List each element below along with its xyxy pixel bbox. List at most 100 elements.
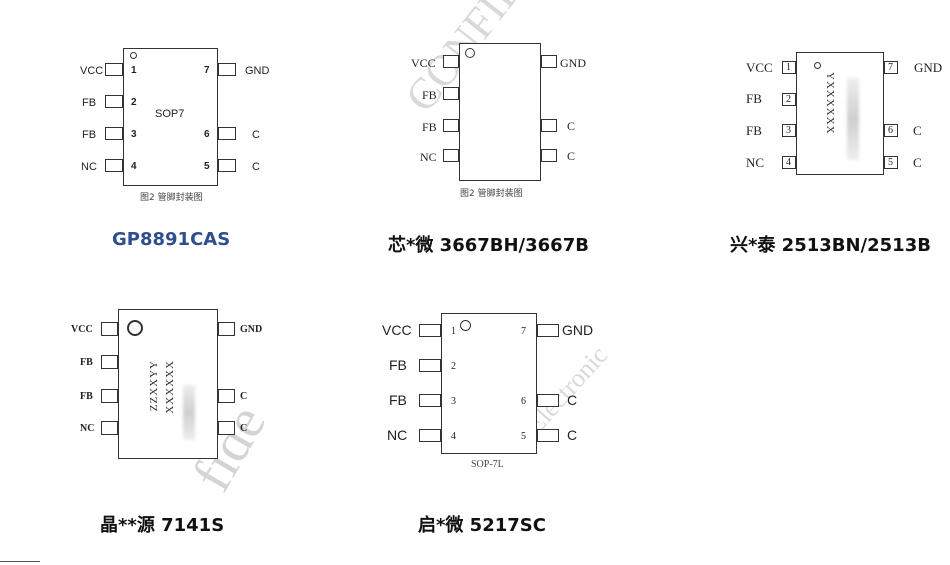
ic-body xyxy=(796,52,884,175)
pin-2 xyxy=(443,87,459,100)
pin-label: FB xyxy=(82,97,97,109)
pin-number: 7 xyxy=(888,62,893,73)
pin-number: 6 xyxy=(521,396,526,407)
blurred-area xyxy=(847,78,859,160)
package-label: SOP-7L xyxy=(471,459,504,470)
pin-number: 7 xyxy=(521,326,526,337)
pin-label: C xyxy=(567,427,578,443)
pin-label: VCC xyxy=(746,60,773,75)
pin-5 xyxy=(218,159,236,172)
pin-3 xyxy=(782,124,796,137)
pin-label: GND xyxy=(245,65,270,77)
chip-marking: ZZXXYY xyxy=(148,360,160,412)
pin-label: FB xyxy=(82,129,97,141)
pin-label: FB xyxy=(422,120,437,134)
pin-label: VCC xyxy=(411,56,436,70)
pin-4 xyxy=(105,159,123,172)
pin-label: GND xyxy=(240,324,263,335)
chip-marking: YXXXXXX xyxy=(824,72,836,135)
pin-label: VCC xyxy=(71,324,93,335)
package-title: 启*微 5217SC xyxy=(418,515,546,536)
package-title: 晶**源 7141S xyxy=(100,515,225,536)
pin-3 xyxy=(101,389,118,403)
pin-label: FB xyxy=(80,391,93,402)
pin-3 xyxy=(105,127,123,140)
pin-label: NC xyxy=(387,427,408,443)
pin-label: VCC xyxy=(80,65,104,77)
pin-7 xyxy=(218,322,235,336)
pin-1 xyxy=(105,63,123,76)
pin-label: NC xyxy=(746,155,765,170)
pin-label: C xyxy=(240,423,248,434)
pin-label: FB xyxy=(389,357,407,373)
pin-number: 5 xyxy=(888,157,893,168)
pin-6 xyxy=(541,119,557,132)
pin-7 xyxy=(537,324,559,337)
pin-label: NC xyxy=(420,150,437,164)
pin-1 xyxy=(443,55,459,68)
pin-2 xyxy=(105,95,123,108)
pin-label: NC xyxy=(81,161,97,173)
pin-label: C xyxy=(252,129,260,141)
package-title: GP8891CAS xyxy=(112,229,231,250)
pin-number: 2 xyxy=(786,94,791,105)
pin-label: FB xyxy=(746,123,762,138)
ic-body xyxy=(123,48,218,186)
pin-2 xyxy=(419,359,441,372)
pin-5 xyxy=(218,421,235,435)
pin-label: GND xyxy=(562,322,594,338)
pin-label: C xyxy=(240,391,248,402)
pin-label: C xyxy=(913,123,922,138)
pin-4 xyxy=(443,149,459,162)
pin-number: 5 xyxy=(204,161,210,172)
package-title: 兴*泰 2513BN/2513B xyxy=(730,235,931,256)
pin-label: FB xyxy=(389,392,407,408)
pin-label: C xyxy=(567,119,576,133)
pin-number: 1 xyxy=(131,65,137,76)
pin-7 xyxy=(218,63,236,76)
figure-caption: 图2 管脚封装图 xyxy=(460,189,523,199)
pin-number: 2 xyxy=(131,97,137,108)
pin-label: GND xyxy=(560,56,586,70)
package-title: 芯*微 3667BH/3667B xyxy=(388,235,589,256)
pin-number: 6 xyxy=(204,129,210,140)
pin-label: FB xyxy=(746,91,762,106)
pin-6 xyxy=(537,394,559,407)
pin-7 xyxy=(541,55,557,68)
pin-label: C xyxy=(567,392,578,408)
pin-4 xyxy=(101,421,118,435)
pin-label: NC xyxy=(80,423,95,434)
pin-2 xyxy=(782,93,796,106)
bottom-divider xyxy=(0,561,40,562)
pin-6 xyxy=(218,389,235,403)
figure-caption: 图2 管脚封装图 xyxy=(140,193,203,203)
blurred-area xyxy=(183,385,195,440)
pin-number: 2 xyxy=(451,361,456,372)
pin-number: 4 xyxy=(451,431,456,442)
pin-2 xyxy=(101,355,118,369)
pin-number: 3 xyxy=(786,125,791,136)
pin-4 xyxy=(782,156,796,169)
pin-number: 1 xyxy=(451,326,456,337)
pin-label: C xyxy=(567,149,576,163)
pin-1 xyxy=(101,322,118,336)
pin-6 xyxy=(884,124,898,137)
chip-marking: XXXXXX xyxy=(164,360,176,414)
pin-label: FB xyxy=(422,88,437,102)
pin1-marker xyxy=(465,48,475,58)
pin-1 xyxy=(419,324,441,337)
pin-number: 4 xyxy=(131,161,137,172)
pin-4 xyxy=(419,429,441,442)
pin-3 xyxy=(443,119,459,132)
pin-label: C xyxy=(913,155,922,170)
pin-5 xyxy=(537,429,559,442)
pin-number: 3 xyxy=(131,129,137,140)
pin-label: FB xyxy=(80,357,93,368)
ic-body xyxy=(441,313,537,454)
pin1-marker xyxy=(460,320,471,331)
pin-number: 4 xyxy=(786,157,791,168)
pin-5 xyxy=(541,149,557,162)
pin-7 xyxy=(884,61,898,74)
pin-number: 3 xyxy=(451,396,456,407)
pin-number: 7 xyxy=(204,65,210,76)
